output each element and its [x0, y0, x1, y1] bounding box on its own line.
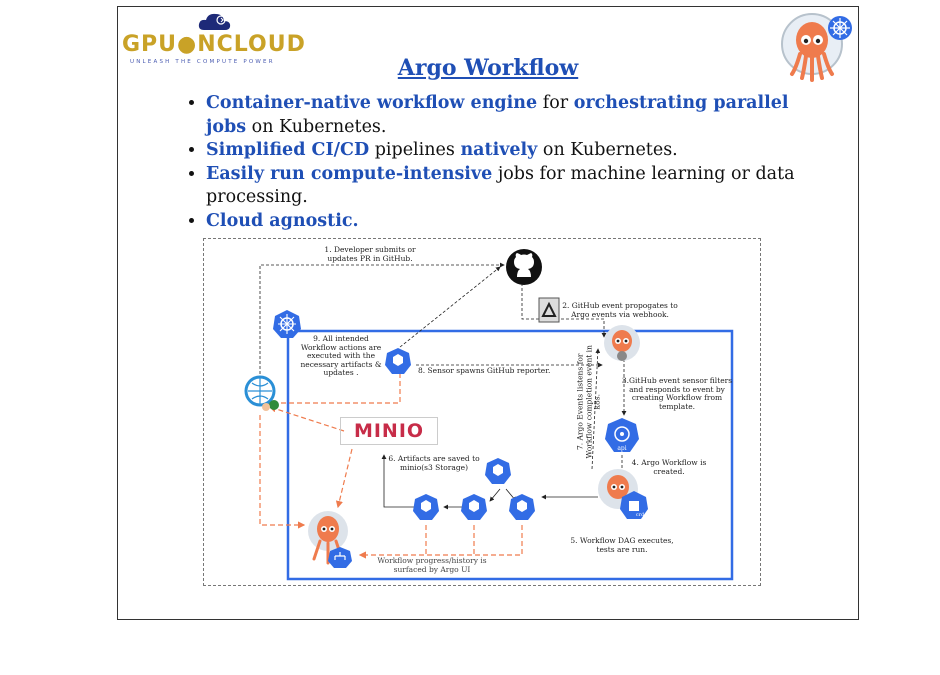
page-title: Argo Workflow	[397, 55, 579, 81]
step-3-label: 3.GitHub event sensor filters and respon…	[621, 376, 733, 411]
api-label: api	[617, 445, 627, 452]
crd-label: crd	[635, 512, 645, 518]
argo-ui-icon	[308, 511, 352, 568]
webhook-document-icon	[538, 297, 560, 323]
step-5-label: 5. Workflow DAG executes, tests are run.	[570, 536, 674, 554]
github-icon	[506, 249, 542, 285]
pod-icon	[485, 458, 511, 484]
developer-browser-icon	[244, 375, 279, 411]
minio-logo: MINIO	[340, 417, 438, 445]
step-6-label: 6. Artifacts are saved to minio(s3 Stora…	[388, 454, 480, 472]
feature-list: Container-native workflow engine for orc…	[186, 92, 806, 233]
pod-icon	[413, 494, 439, 520]
step-7-label: 7. Argo Events listens for Workflow comp…	[575, 345, 602, 459]
list-item: Easily run compute-intensive jobs for ma…	[206, 163, 806, 210]
brand-name: GPU●NCLOUD	[122, 32, 306, 57]
cloud-icon	[198, 13, 231, 30]
list-item: Simplified CI/CD pipelines natively on K…	[206, 139, 806, 163]
step-1-label: 1. Developer submits or updates PR in Gi…	[324, 245, 416, 263]
step-4-label: 4. Argo Workflow is created.	[631, 458, 707, 476]
step-8-label: 8. Sensor spawns GitHub reporter.	[418, 366, 551, 375]
workflow-api-icon	[605, 418, 639, 452]
step-2-label: 2. GitHub event propogates to Argo event…	[562, 301, 678, 319]
pod-icon	[461, 494, 487, 520]
kubernetes-icon	[273, 310, 301, 338]
list-item: Cloud agnostic.	[206, 210, 806, 234]
workflow-diagram: MINIO api crd	[203, 238, 761, 586]
brand-tagline: UNLEASH THE COMPUTE POWER	[130, 59, 275, 65]
gpuoncloud-logo: GPU●NCLOUD UNLEASH THE COMPUTE POWER	[122, 10, 312, 72]
argo-mascot-icon	[781, 13, 852, 82]
argo-ui-label: Workflow progress/history is surfaced by…	[377, 556, 487, 574]
pod-icon	[509, 494, 535, 520]
slide-frame	[117, 6, 859, 620]
workflow-controller-icon	[598, 469, 648, 519]
step-9-label: 9. All intended Workflow actions are exe…	[300, 334, 382, 377]
argo-events-sensor-icon	[604, 325, 640, 361]
diagram-wires	[259, 262, 734, 581]
pod-icon	[385, 348, 411, 374]
list-item: Container-native workflow engine for orc…	[206, 92, 806, 139]
